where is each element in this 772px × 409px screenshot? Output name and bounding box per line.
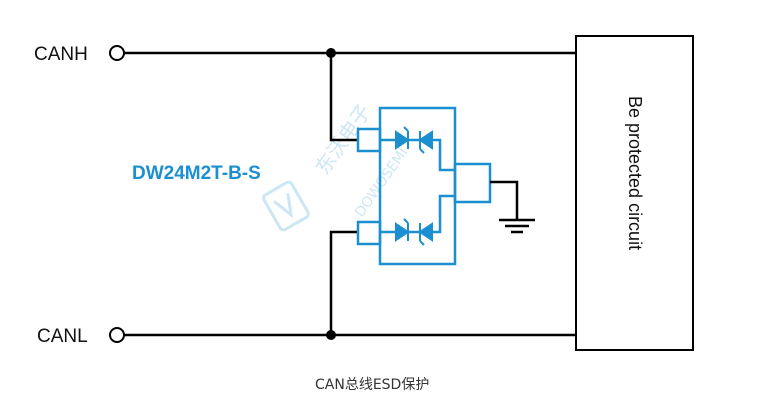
pin-2-pad <box>356 220 382 246</box>
diagram-caption: CAN总线ESD保护 <box>315 377 429 393</box>
canh-terminal-icon <box>109 45 125 61</box>
esd-device-body <box>378 106 457 266</box>
part-number-label: DW24M2T-B-S <box>132 163 261 184</box>
canh-line: CANH <box>34 44 576 142</box>
protected-circuit-label: Be protected circuit <box>625 96 645 250</box>
ground-icon <box>490 180 535 234</box>
tvs-diode-icon-lower <box>395 218 433 246</box>
canl-label: CANL <box>37 326 88 347</box>
canl-terminal-icon <box>109 327 125 343</box>
watermark-logo-icon <box>262 180 310 232</box>
tvs-diode-icon-upper <box>395 126 433 154</box>
canl-line: CANL <box>37 230 576 347</box>
protected-circuit-box: Be protected circuit <box>575 35 694 351</box>
esd-device <box>356 106 492 266</box>
watermark: 东沃电子 DOWOSEMI <box>262 100 412 232</box>
watermark-en: DOWOSEMI <box>352 145 411 220</box>
canh-label: CANH <box>34 44 88 65</box>
pin-3-pad <box>453 162 492 204</box>
